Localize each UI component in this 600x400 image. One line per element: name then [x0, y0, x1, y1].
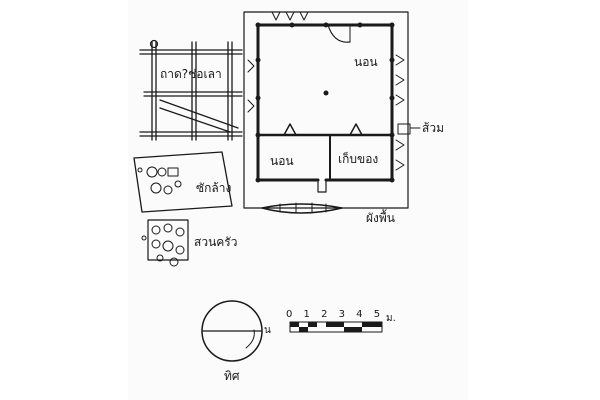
house-posts — [255, 22, 395, 183]
washing-pots — [137, 166, 182, 195]
label-north: ทิศ — [224, 369, 240, 383]
north-compass-arrow — [245, 329, 255, 349]
door-bottom — [317, 179, 327, 193]
label-floor-plan: ผังพื้น — [366, 211, 396, 225]
label-north-letter: น — [264, 325, 271, 336]
bamboo-platform — [139, 41, 243, 141]
label-platform: ถาด?ช่อเลา — [160, 67, 222, 81]
shrubs-left — [247, 59, 255, 113]
label-toilet: ส้วม — [422, 121, 444, 135]
boat-ribs — [279, 202, 327, 214]
steps-top — [271, 11, 309, 21]
paper-sheet — [128, 0, 468, 400]
label-storage-room: เก็บของ — [338, 152, 379, 166]
label-washing-area: ซักล้าง — [196, 181, 232, 195]
washing-area — [133, 151, 233, 213]
boat — [261, 203, 343, 214]
label-bedroom-small: นอน — [270, 154, 294, 168]
platform-post-knob — [149, 39, 159, 49]
toilet-fixture — [397, 123, 411, 135]
kitchen-garden-pots — [141, 219, 189, 267]
door-notch-1 — [283, 123, 297, 136]
label-scale-unit: ม. — [386, 313, 396, 324]
label-bedroom-large: นอน — [354, 55, 378, 69]
label-scale-numbers: 0 1 2 3 4 5 — [286, 309, 385, 320]
door-notch-2 — [349, 123, 363, 136]
label-kitchen-garden: สวนครัว — [194, 235, 238, 249]
door-swing-top — [327, 24, 351, 43]
shrubs-right — [395, 54, 405, 171]
